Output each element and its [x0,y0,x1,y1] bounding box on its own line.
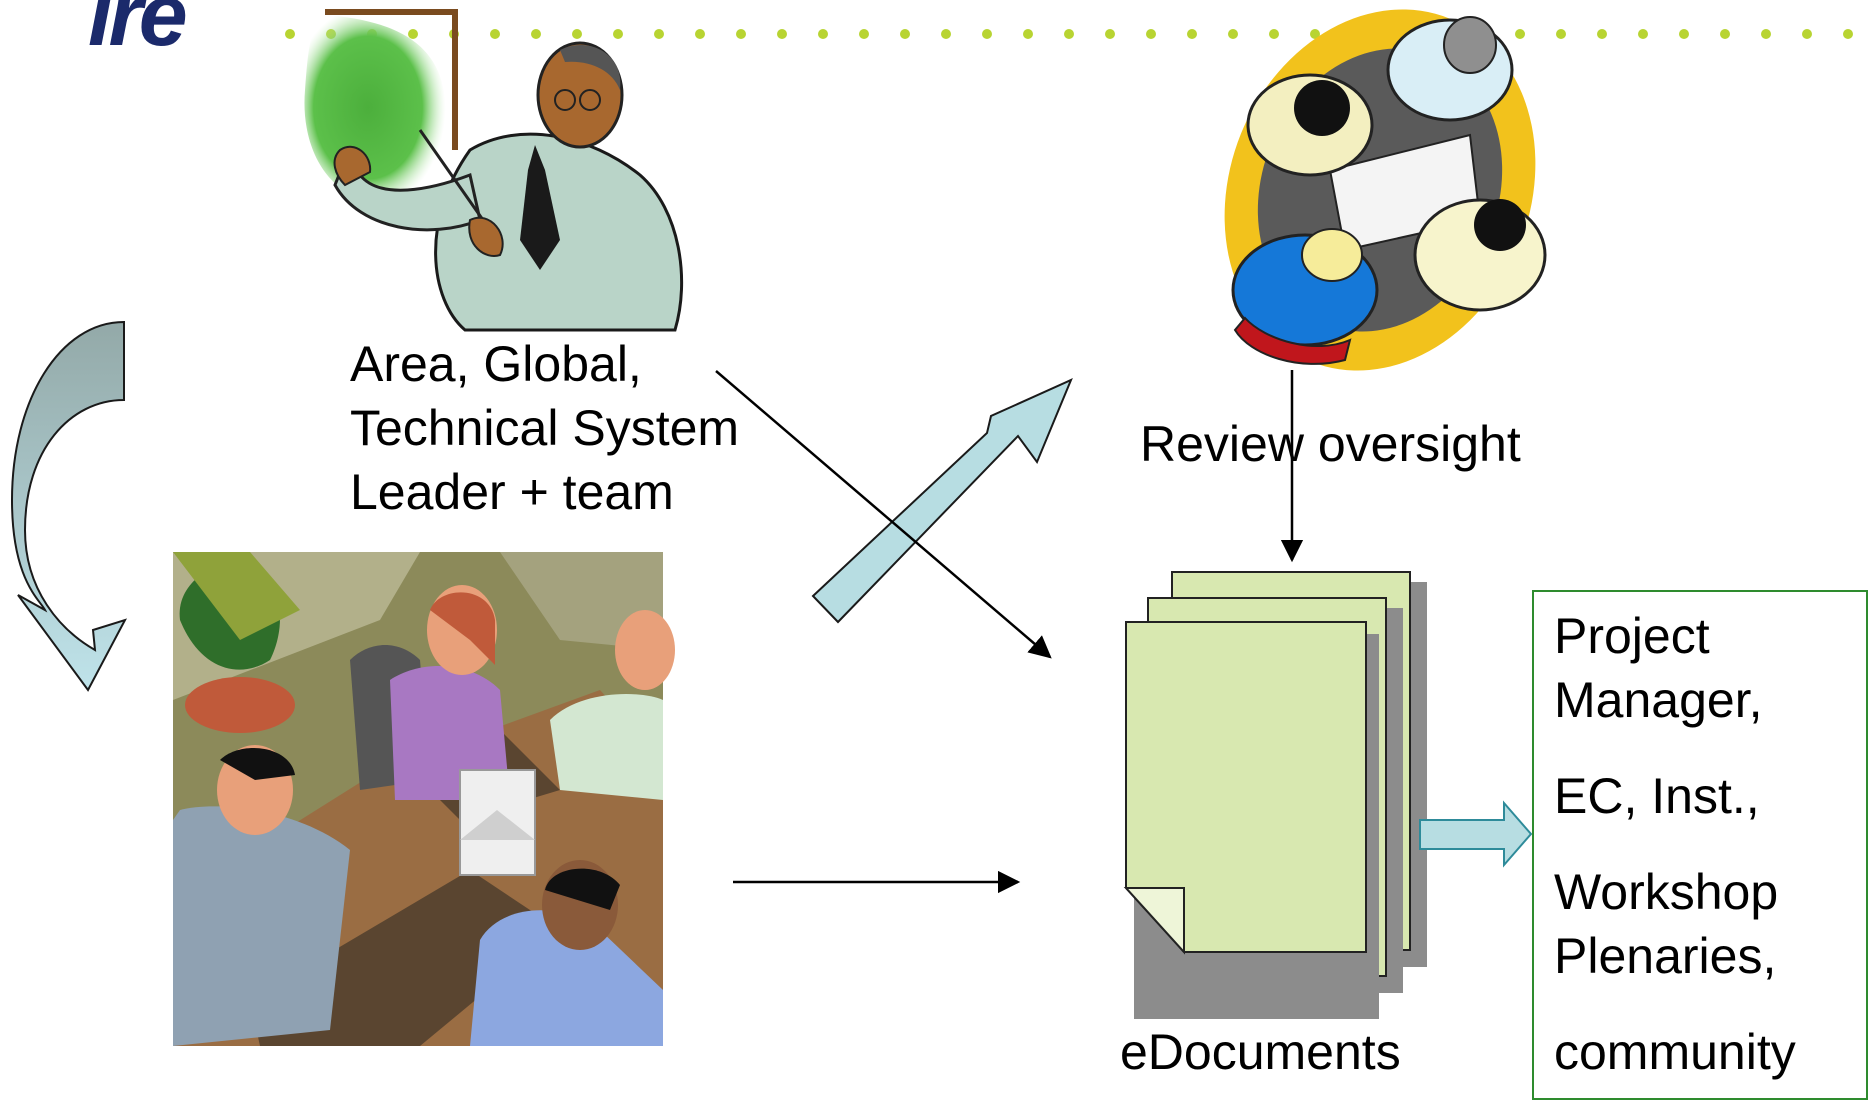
up-right-block-arrow [811,378,1073,624]
recipient-line: community [1554,1024,1796,1080]
document-stack-icon [1123,571,1427,1019]
header-dot [777,29,787,39]
review-oversight-label: Review oversight [1140,416,1521,472]
header-dot [1310,29,1320,39]
header-dot [1187,29,1197,39]
team-label-line-1: Area, Global, [350,336,642,392]
office-meeting-clipart-icon [173,552,675,1046]
header-dot [654,29,664,39]
header-dot [695,29,705,39]
header-dot [1843,29,1853,39]
meeting-top-view-clipart-icon [1224,9,1547,371]
header-dot [818,29,828,39]
recipient-line: Manager, [1554,672,1763,728]
header-dot [490,29,500,39]
header-dot [1597,29,1607,39]
recipient-line: Plenaries, [1554,928,1777,984]
right-block-arrow [1419,800,1533,868]
header-dot [1269,29,1279,39]
recipient-line: Workshop [1554,864,1779,920]
header-dot [531,29,541,39]
header-dot [736,29,746,39]
logo-text: ire [88,0,188,64]
header-dot [1802,29,1812,39]
recipient-line: Project [1554,608,1710,664]
team-label-line-3: Leader + team [350,464,674,520]
recipient-line: EC, Inst., [1554,768,1760,824]
header-dot [1023,29,1033,39]
header-dot [1556,29,1566,39]
header-dot [1638,29,1648,39]
header-dot [1720,29,1730,39]
header-dot [408,29,418,39]
team-label-line-2: Technical System [350,400,740,456]
header-dot [1064,29,1074,39]
header-dot [982,29,992,39]
header-dot [1146,29,1156,39]
header-dot [900,29,910,39]
header-dot [1761,29,1771,39]
header-dot [285,29,295,39]
header-dot [941,29,951,39]
recipients-box: Project Manager, EC, Inst., Workshop Ple… [1532,590,1868,1100]
header-dot [572,29,582,39]
header-dot [1228,29,1238,39]
edocuments-label: eDocuments [1120,1024,1401,1080]
header-dot [1515,29,1525,39]
header-dots [285,29,1853,39]
header-dot [1679,29,1689,39]
presenter-clipart-icon [304,9,684,332]
header-dot [613,29,623,39]
diagonal-connector-arrow [715,370,1052,659]
curved-arrow [10,320,128,692]
header-dot [859,29,869,39]
header-dot [1105,29,1115,39]
